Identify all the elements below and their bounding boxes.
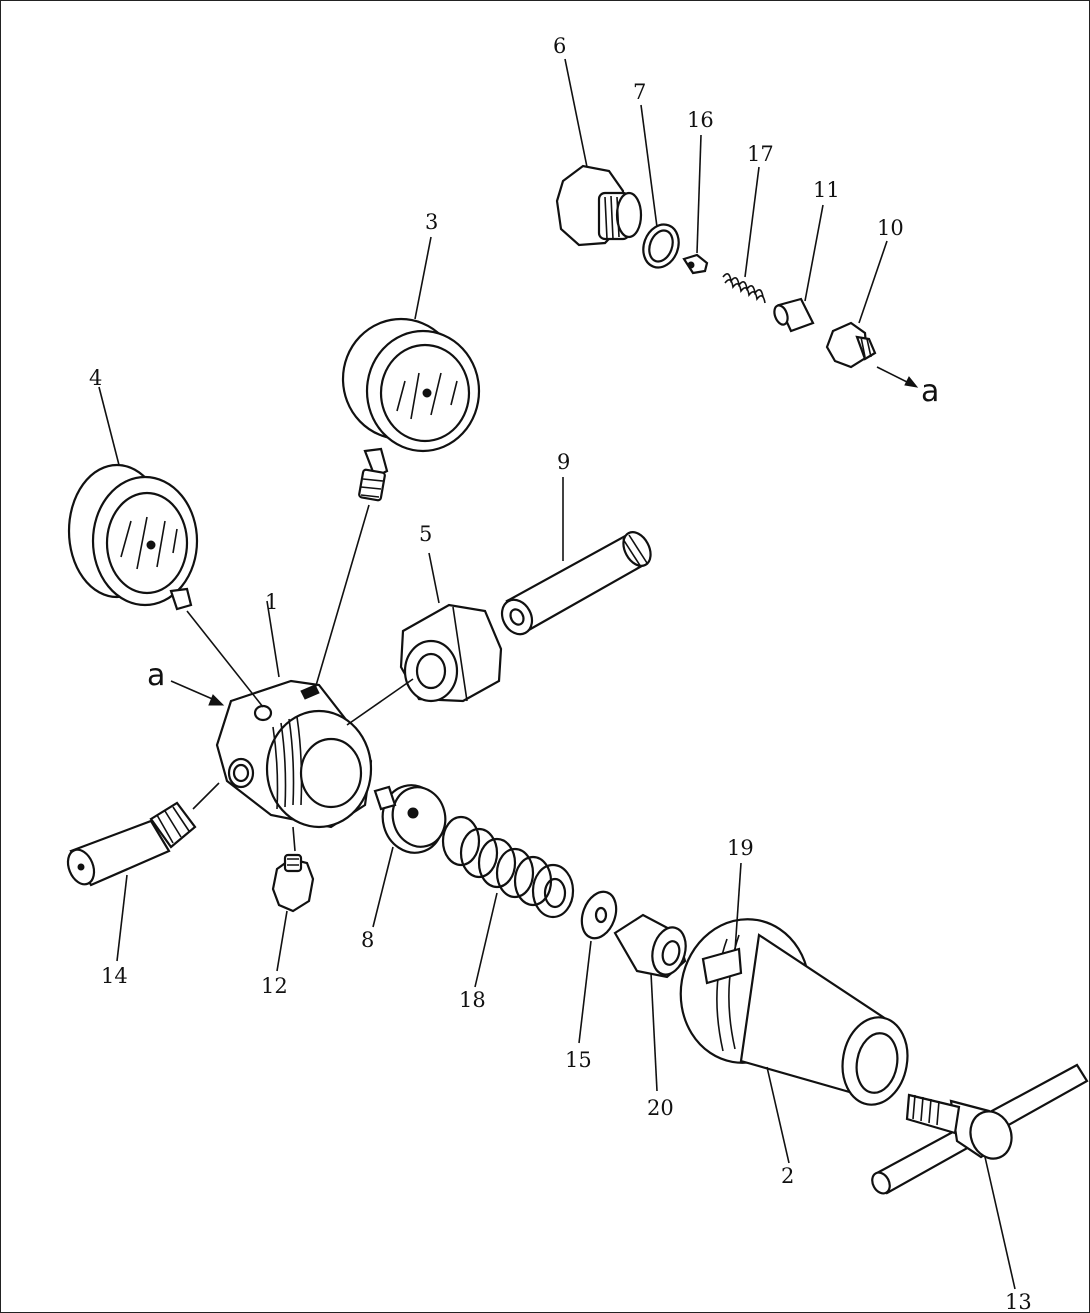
part-19-label-plate — [701, 947, 743, 985]
part-13-t-handle — [871, 1063, 1089, 1195]
callout-6: 6 — [553, 34, 566, 58]
callout-10: 10 — [877, 216, 904, 240]
callout-14: 14 — [101, 964, 128, 988]
part-9-tube — [500, 531, 652, 636]
view-marker-a: a — [147, 658, 165, 693]
leader-lines — [98, 58, 1016, 1290]
callout-8: 8 — [361, 928, 374, 952]
callout-4: 4 — [89, 366, 102, 390]
callout-13: 13 — [1005, 1290, 1032, 1312]
part-2-housing — [679, 918, 909, 1106]
callout-17: 17 — [747, 142, 774, 166]
part-6-hex-plug — [555, 164, 643, 247]
part-14-fitting — [66, 801, 197, 887]
callout-12: 12 — [261, 974, 288, 998]
part-3-pressure-gauge — [341, 317, 481, 502]
callout-labels: 1 2 3 4 5 6 7 8 9 10 11 12 13 14 15 16 1… — [89, 34, 1032, 1312]
callout-3: 3 — [425, 210, 438, 234]
part-11-sleeve — [773, 297, 815, 333]
callout-18: 18 — [459, 988, 486, 1012]
part-4-pressure-gauge — [67, 463, 199, 611]
callout-1: 1 — [265, 590, 278, 614]
part-17-spring — [722, 273, 766, 304]
view-arrow-body — [170, 680, 225, 706]
part-1-valve-body — [215, 679, 373, 829]
part-15-washer — [580, 890, 618, 940]
part-5-hex-nut — [399, 603, 503, 703]
view-marker-a-detail: a — [921, 374, 939, 409]
part-20-sleeve — [613, 913, 687, 979]
part-12-fitting — [271, 853, 315, 913]
part-10-fitting — [825, 321, 877, 369]
callout-2: 2 — [781, 1164, 794, 1188]
part-16-poppet — [682, 253, 709, 275]
callout-7: 7 — [633, 80, 646, 104]
callout-19: 19 — [727, 836, 754, 860]
callout-5: 5 — [419, 522, 432, 546]
view-arrow-detail — [876, 366, 919, 388]
callout-9: 9 — [557, 450, 570, 474]
callout-16: 16 — [687, 108, 714, 132]
callout-20: 20 — [647, 1096, 674, 1120]
callout-11: 11 — [813, 178, 840, 202]
part-7-ring — [642, 223, 680, 269]
part-18-spring-set — [441, 815, 575, 919]
part-8-piston — [373, 784, 447, 854]
callout-15: 15 — [565, 1048, 592, 1072]
